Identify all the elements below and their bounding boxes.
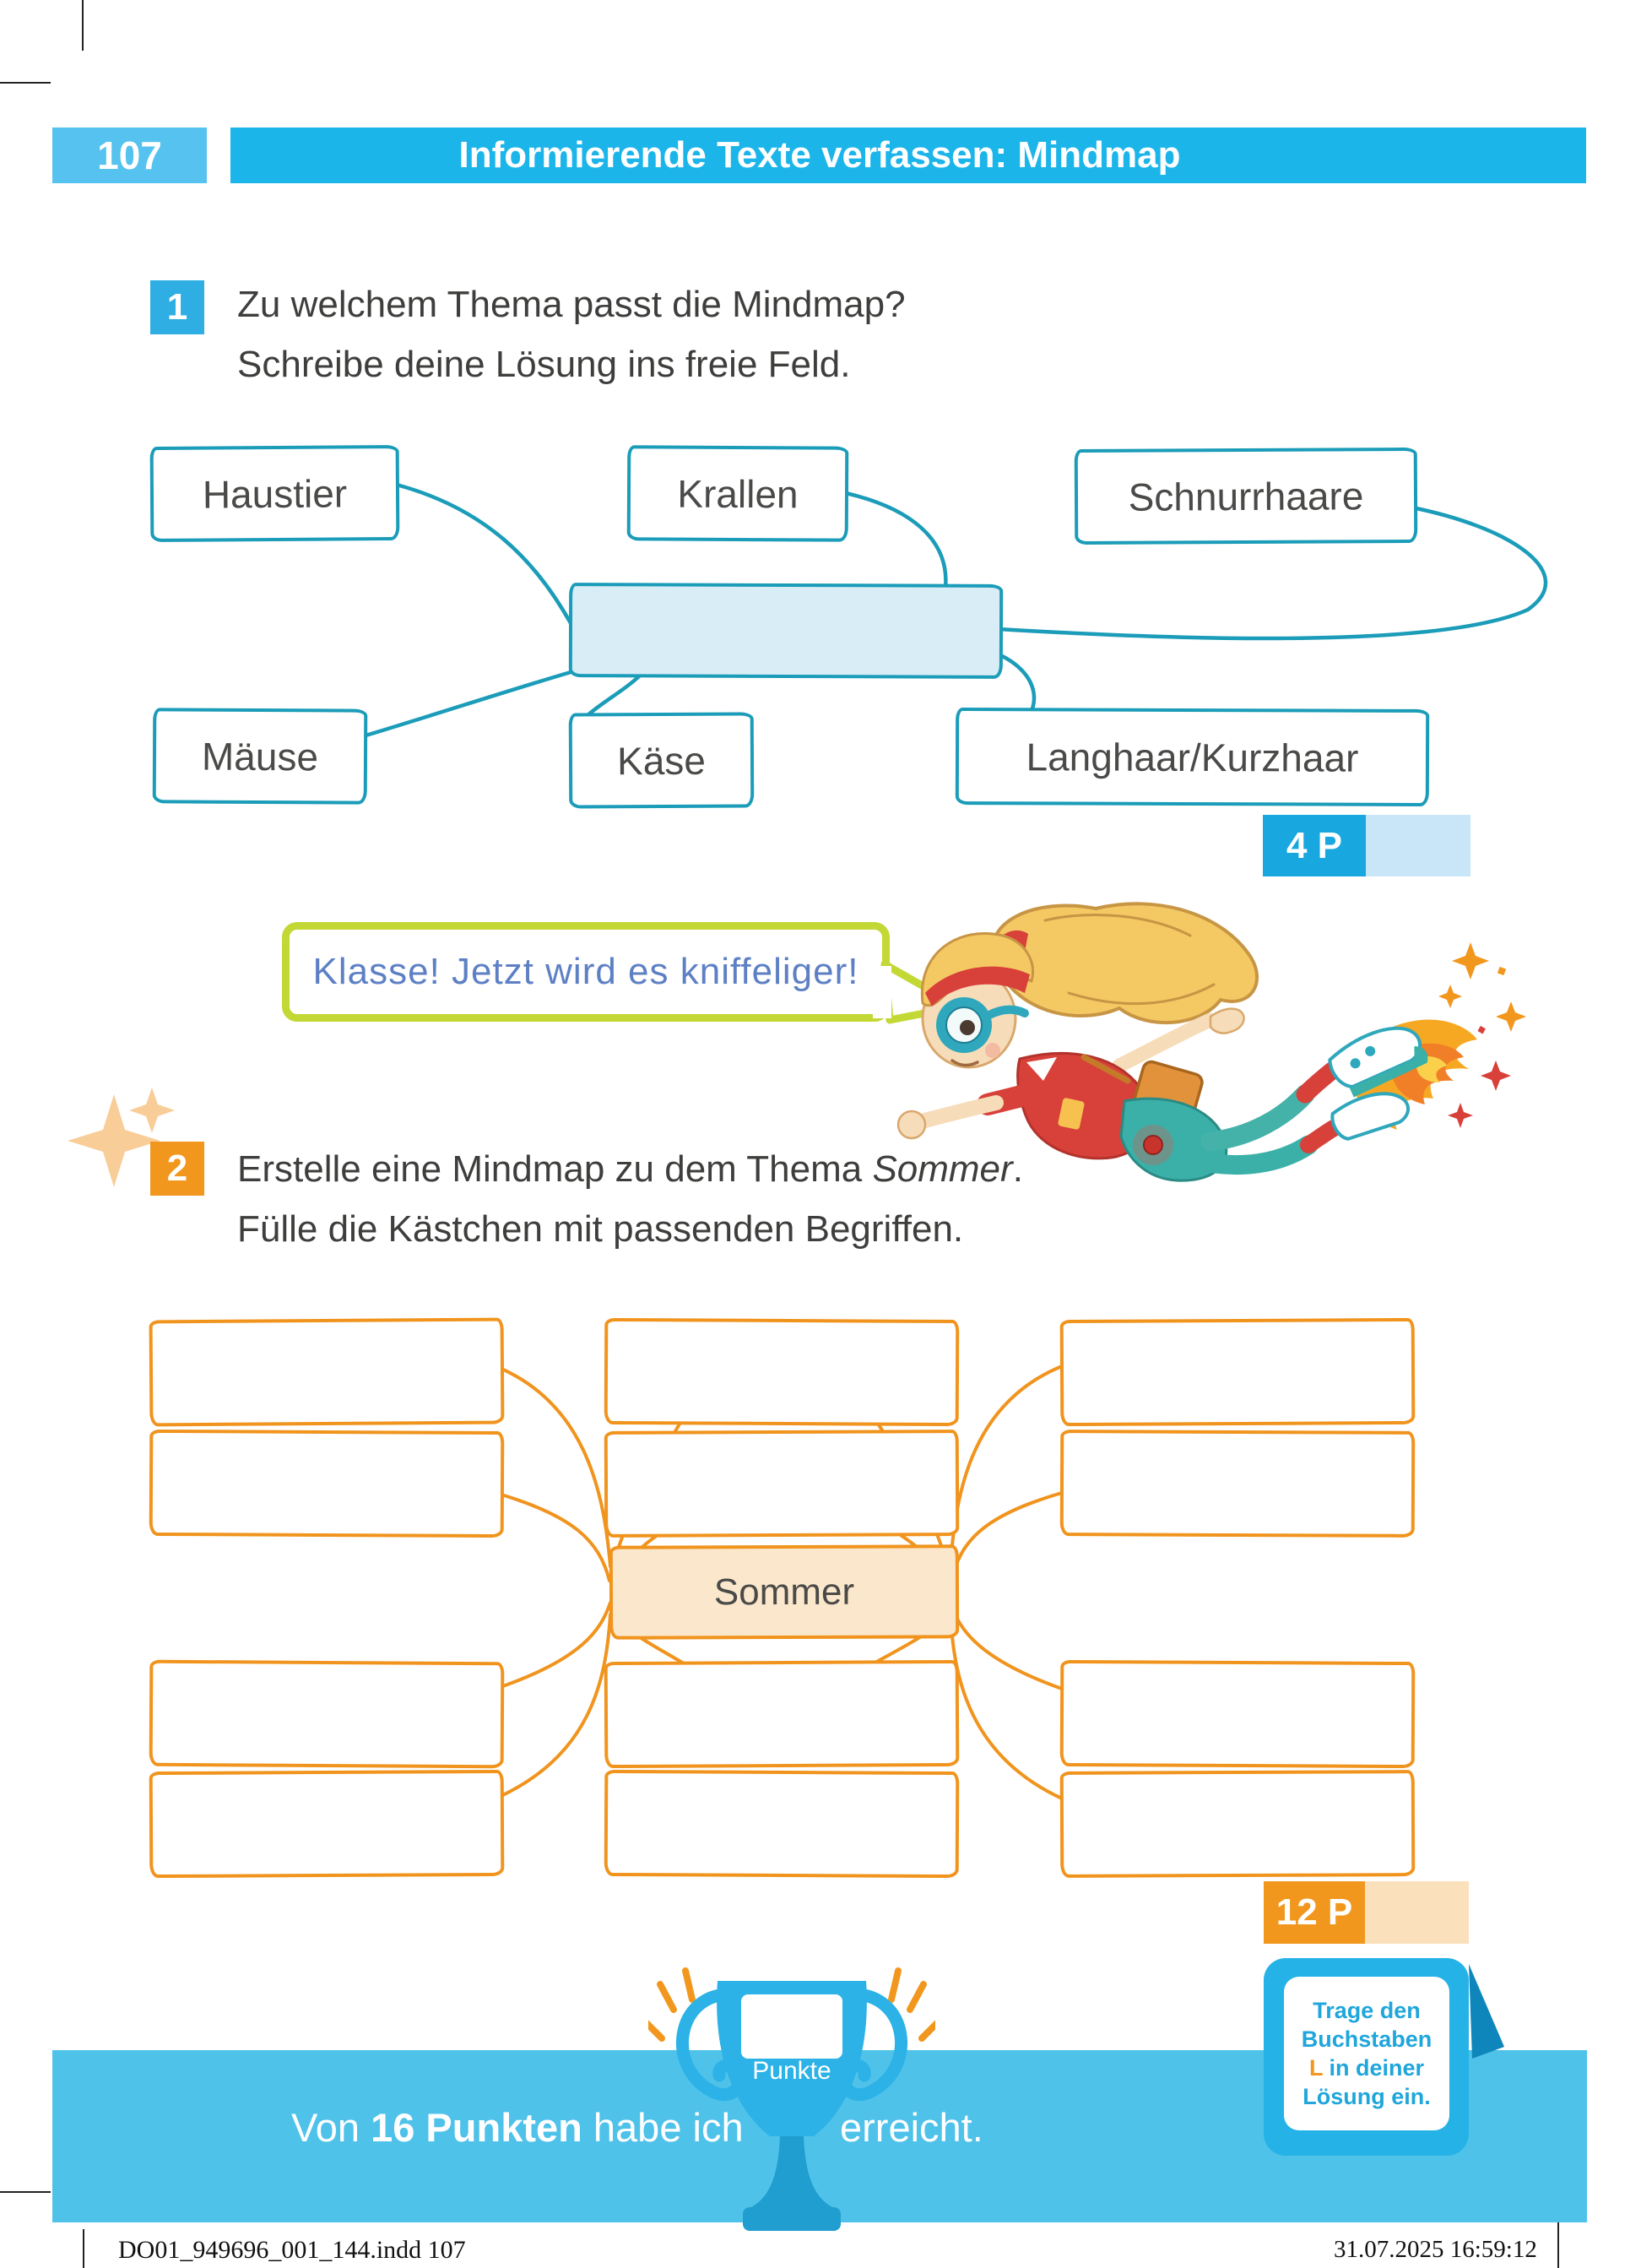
trophy-label-text: Punkte [752,2057,831,2085]
speech-bubble: Klasse! Jetzt wird es kniffeliger! [282,922,890,1022]
crop-mark [82,0,84,51]
mindmap2-empty-box[interactable] [604,1659,960,1769]
print-footer-right: 31.07.2025 16:59:12 [1334,2236,1537,2263]
task1-points-badge: 4 P [1263,815,1366,876]
mindmap2-empty-box[interactable] [1059,1770,1416,1878]
task2-number: 2 [166,1148,188,1189]
crop-mark [0,82,51,84]
node-label: Schnurrhaare [1128,473,1364,519]
note-letter: L [1308,2055,1323,2081]
task2-line1-post: . [1012,1148,1023,1190]
hint-note-panel: Trage den Buchstaben L in deiner Lösung … [1284,1977,1449,2130]
task2-points-badge: 12 P [1264,1881,1365,1944]
mindmap2-empty-box[interactable] [604,1430,960,1538]
mindmap2-empty-box[interactable] [1059,1659,1416,1769]
page-number-badge: 107 [52,128,207,183]
task1-score-box[interactable] [1366,815,1470,876]
mindmap2-empty-box[interactable] [604,1317,960,1427]
node-label: Mäuse [201,734,319,779]
node-label: Langhaar/Kurzhaar [1026,734,1359,780]
note-line: Trage den [1313,1998,1421,2023]
score-text-pre: Von [291,2105,371,2150]
task1-instruction-line2: Schreibe deine Lösung ins freie Feld. [237,344,851,385]
task1-number-badge: 1 [150,280,204,334]
node-label: Krallen [677,471,799,516]
task2-instruction-line1: Erstelle eine Mindmap zu dem Thema Somme… [237,1148,1023,1191]
mindmap1-center-answer-box[interactable] [568,583,1004,679]
task2-score-box[interactable] [1365,1881,1469,1944]
star-icon [68,1088,175,1187]
mindmap2-empty-box[interactable] [149,1317,505,1427]
mindmap2-empty-box[interactable] [149,1429,505,1538]
mindmap2-empty-box[interactable] [149,1659,505,1769]
mindmap2-center-label: Sommer [713,1571,855,1613]
note-line: Buchstaben [1301,2027,1432,2052]
note-fold-icon [1469,1964,1504,2059]
mindmap1-node-langhaar-kurzhaar: Langhaar/Kurzhaar [955,708,1430,806]
mindmap2-empty-box[interactable] [1059,1317,1416,1427]
print-footer-left: DO01_949696_001_144.indd 107 [118,2236,466,2264]
points-label: 4 P [1286,824,1343,866]
crop-mark [83,2229,84,2268]
task1-instruction-line1: Zu welchem Thema passt die Mindmap? [237,284,906,325]
mindmap2-empty-box[interactable] [149,1769,505,1879]
score-text-total: 16 Punkten [371,2105,582,2150]
note-line: Lösung ein. [1303,2084,1431,2109]
task2-instruction-line2: Fülle die Kästchen mit passenden Begriff… [237,1208,964,1250]
mindmap1-node-maeuse: Mäuse [152,708,368,805]
speech-text: Klasse! Jetzt wird es kniffeliger! [312,951,859,992]
task2-line1-pre: Erstelle eine Mindmap zu dem Thema [237,1148,873,1190]
mindmap1-node-krallen: Krallen [626,445,849,542]
header-title-bar: Informierende Texte verfassen: Mindmap [230,128,1586,183]
task1-number: 1 [166,286,188,328]
task2-number-badge: 2 [150,1142,204,1196]
task2-line1-topic: Sommer [872,1148,1013,1190]
mindmap2-empty-box[interactable] [604,1769,960,1879]
hint-note: Trage den Buchstaben L in deiner Lösung … [1264,1958,1469,2156]
node-label: Haustier [202,470,348,517]
page-title: Informierende Texte verfassen: Mindmap [458,134,1181,176]
mindmap2-center-box: Sommer [609,1544,960,1640]
score-text-mid: habe ich [582,2105,744,2150]
trophy-icon [648,1967,935,2231]
mindmap1-node-haustier: Haustier [149,444,400,543]
hint-note-text: Trage den Buchstaben L in deiner Lösung … [1302,1996,1432,2111]
score-sentence-right: erreicht. [840,2105,983,2150]
note-line-rest: in deiner [1322,2055,1425,2081]
trophy-label: Punkte [733,2057,851,2086]
crop-mark [0,2191,51,2193]
node-label: Käse [616,738,707,783]
points-label: 12 P [1275,1891,1353,1933]
superhero-girl-illustration [896,902,1526,1182]
note-line: L in deiner [1302,2054,1432,2082]
mindmap1-node-kaese: Käse [568,712,755,809]
mindmap2-empty-box[interactable] [1059,1430,1416,1538]
mindmap1-node-schnurrhaare: Schnurrhaare [1074,447,1418,545]
score-sentence-left: Von 16 Punkten habe ich [291,2104,744,2151]
page-number: 107 [97,133,162,177]
